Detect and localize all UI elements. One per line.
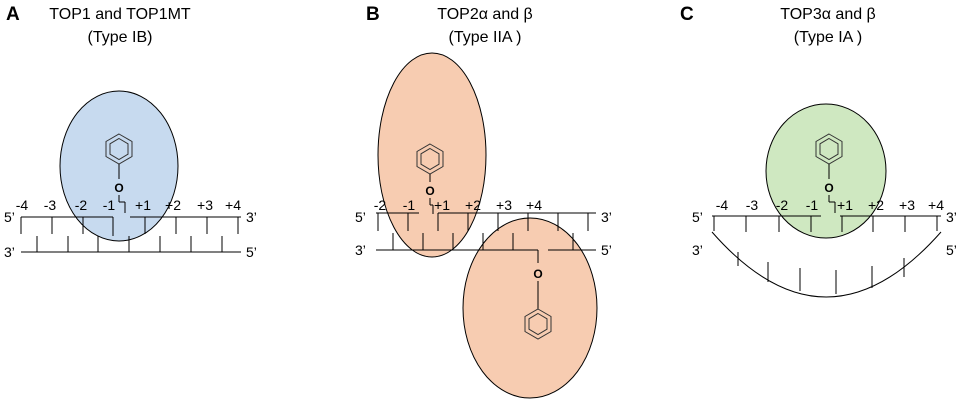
panel-b-bottom-3prime: 3’ [355,242,366,258]
panel-b-pos-label: -1 [403,197,416,213]
panel-c-pos-label: -1 [806,197,819,213]
panel-a-oxygen-label: O [114,181,123,195]
panel-a-tyrosine-ring-icon [105,133,133,179]
panel-a-top-3prime: 3’ [246,209,257,225]
panel-a-pos-label: -4 [16,197,29,213]
panel-b-pos-label: +3 [496,197,512,213]
panel-b-pos-label: +4 [526,197,542,213]
panel-b-oxygen-label-bottom: O [533,267,542,281]
panel-a-pos-label: +4 [225,197,241,213]
panel-a: A TOP1 and TOP1MT (Type IB) O -4 -3 -2 -… [4,4,257,260]
panel-c-pos-label: +4 [928,197,944,213]
panel-c-pos-label: -4 [716,197,729,213]
panel-c-oxygen-label: O [824,181,833,195]
panel-b-tyrosine-ring-bottom-icon [524,281,552,340]
panel-b-title: TOP2α and β [437,6,533,23]
panel-c-top-5prime: 5’ [692,209,703,225]
panel-a-pos-label: +1 [135,197,151,213]
panel-c-pos-label: +3 [899,197,915,213]
panel-c-bottom-strand-arc [711,231,942,298]
panel-b-enzyme-ellipse-bottom [462,217,598,399]
panel-a-dna-duplex [20,216,241,253]
panel-a-pos-label: +3 [197,197,213,213]
panel-b-dna-duplex [376,212,596,251]
panel-a-pos-label: -3 [44,197,57,213]
panel-c-enzyme-ellipse [765,103,887,239]
panel-b-enzyme-ellipse-top [377,52,487,258]
panel-a-title: TOP1 and TOP1MT [49,6,191,23]
panel-c-title: TOP3α and β [780,6,876,23]
panel-b-pos-label: +2 [465,197,481,213]
panel-c-letter: C [680,4,694,25]
panel-b-top-3prime: 3’ [601,209,612,225]
panel-a-pos-label: -1 [103,197,116,213]
panel-c-pos-label: +2 [868,197,884,213]
panel-c-top-3prime: 3’ [946,209,957,225]
panel-c-subtitle: (Type IA ) [794,29,862,46]
panel-c-pos-label: -3 [746,197,759,213]
panel-c-pos-label: -2 [776,197,789,213]
panel-c-tyrosine-ring-icon [815,133,843,179]
panel-c: C TOP3α and β (Type IA ) O -4 -3 -2 -1 +… [680,4,957,298]
panel-b-tyrosine-ring-top-icon [416,143,444,182]
panel-a-subtitle: (Type IB) [88,29,153,46]
panel-a-bottom-5prime: 5’ [246,244,257,260]
panel-a-position-labels: -4 -3 -2 -1 +1 +2 +3 +4 [16,197,241,213]
panel-b-bottom-5prime: 5’ [601,242,612,258]
panel-c-position-labels: -4 -3 -2 -1 +1 +2 +3 +4 [716,197,944,213]
panel-b: B TOP2α and β (Type IIA ) O -2 -1 +1 +2 … [355,4,612,399]
panel-b-pos-label: -2 [374,197,387,213]
panel-a-pos-label: -2 [75,197,88,213]
panel-c-bottom-5prime: 5’ [946,242,957,258]
panel-a-bottom-3prime: 3’ [4,244,15,260]
panel-a-pos-label: +2 [165,197,181,213]
panel-b-subtitle: (Type IIA ) [449,29,522,46]
panel-b-pos-label: +1 [434,197,450,213]
panel-b-oxygen-label-top: O [425,184,434,198]
panel-b-position-labels: -2 -1 +1 +2 +3 +4 [374,197,542,213]
panel-a-top-5prime: 5’ [4,209,15,225]
panel-c-pos-label: +1 [837,197,853,213]
panel-b-letter: B [366,4,380,25]
panel-a-letter: A [6,4,20,25]
panel-c-dna-duplex [711,215,942,298]
panel-b-top-5prime: 5’ [355,209,366,225]
panel-c-bottom-3prime: 3’ [692,242,703,258]
